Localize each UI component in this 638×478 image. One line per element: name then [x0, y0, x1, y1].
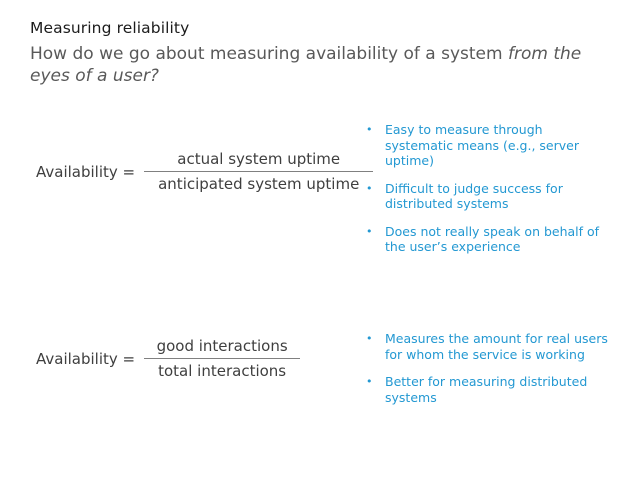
bullet-icon: • [366, 224, 373, 238]
fraction: actual system uptime anticipated system … [144, 150, 374, 193]
fraction-denominator: total interactions [158, 362, 287, 380]
fraction-denominator: anticipated system uptime [158, 175, 360, 193]
bullet-icon: • [366, 181, 373, 195]
page-title: Measuring reliability [30, 19, 190, 37]
formula-label: Availability = [36, 349, 136, 368]
fraction-numerator: good interactions [144, 337, 301, 359]
subtitle-regular-text: How do we go about measuring availabilit… [30, 44, 508, 64]
slide-subtitle: How do we go about measuring availabilit… [30, 44, 581, 87]
fraction-numerator: actual system uptime [144, 150, 374, 172]
bullet-icon: • [366, 375, 373, 388]
availability-formula-uptime: Availability = actual system uptime anti… [36, 150, 374, 193]
subtitle-italic-line2: eyes of a user? [30, 65, 159, 86]
fraction: good interactions total interactions [144, 337, 301, 380]
formula-label: Availability = [36, 162, 136, 181]
bullet-icon: • [366, 332, 373, 345]
subtitle-italic-line1: from the [507, 44, 582, 64]
availability-formula-interactions: Availability = good interactions total i… [36, 337, 301, 380]
bullet-icon: • [366, 123, 373, 136]
